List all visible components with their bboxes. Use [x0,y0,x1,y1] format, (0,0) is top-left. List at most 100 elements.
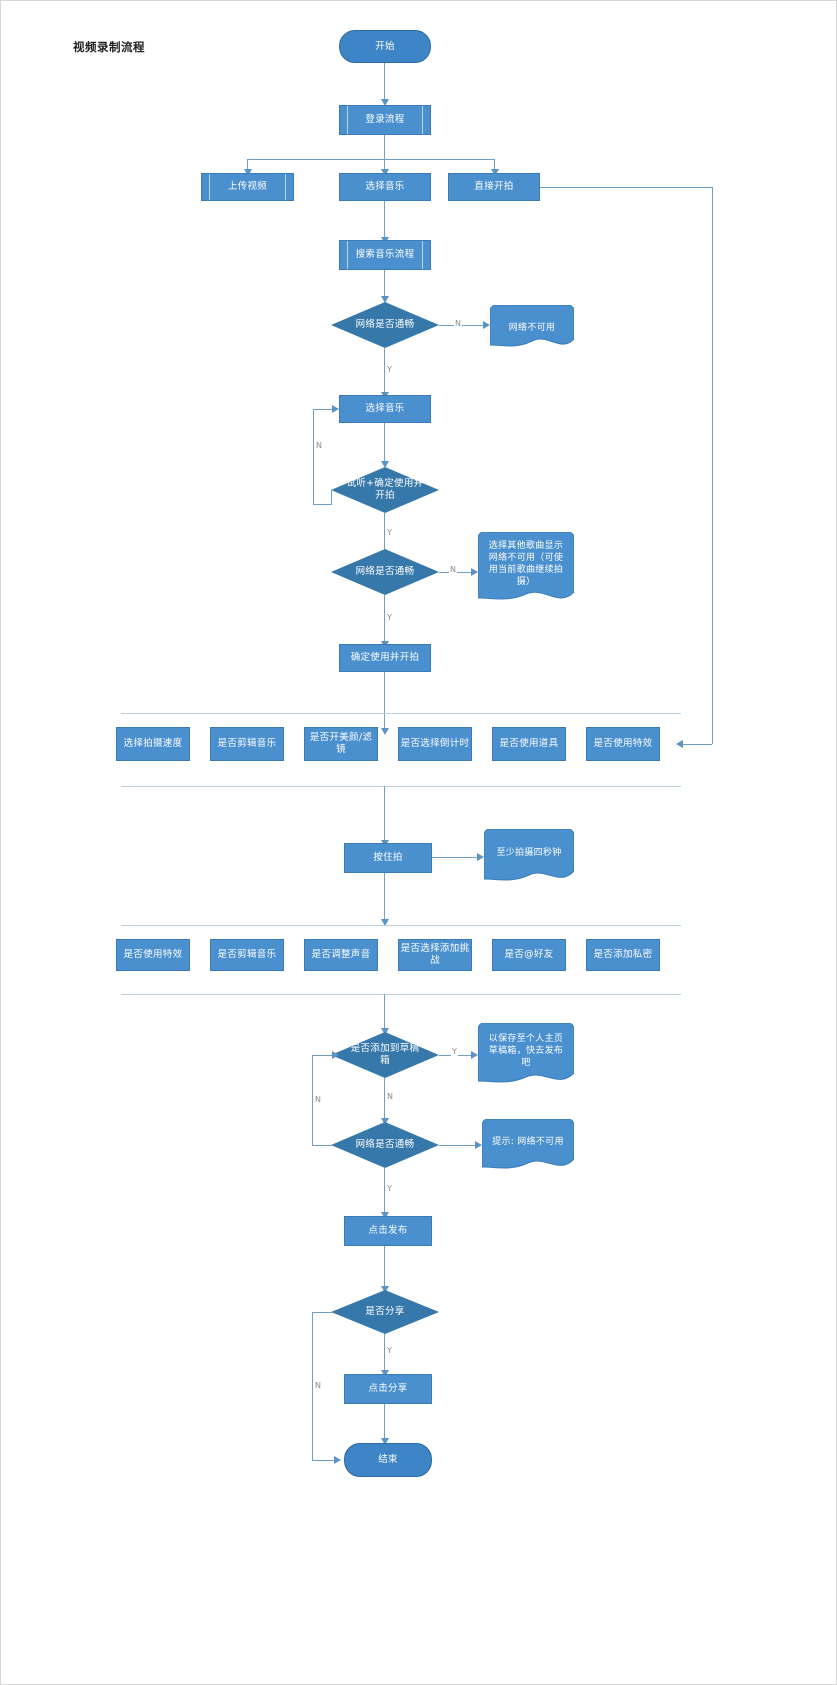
edge-preview-no-v [313,409,314,505]
edge-share-to-end [384,1404,385,1440]
option-chip-effects-label: 是否使用特效 [593,738,653,749]
node-network-tip-note-label: 提示: 网络不可用 [492,1137,564,1147]
edge-share-no-rail [312,1312,313,1460]
edge-direct-down [712,187,713,744]
edge-net2-yes [384,595,385,643]
node-hold-to-record[interactable]: 按住拍 [344,843,432,873]
edge-label-n5: N [386,1092,394,1101]
node-shoot-directly[interactable]: 直接开拍 [448,173,540,201]
edge-login-bus-stem [384,135,385,159]
node-click-publish[interactable]: 点击发布 [344,1216,432,1246]
node-hold-to-record-label: 按住拍 [373,852,403,863]
node-other-song-note[interactable]: 选择其他歌曲显示网络不可用（可使用当前歌曲继续拍摄） [478,532,574,608]
arrow-down-icon [381,461,389,468]
edge-label-n1: N [454,319,462,328]
option-chip-adjust-volume-label: 是否调整声音 [311,949,371,960]
node-choose-music-2[interactable]: 选择音乐 [339,395,431,423]
option-chip-props[interactable]: 是否使用道具 [492,727,566,761]
node-end-label: 结束 [378,1454,398,1465]
edge-search-to-net1 [384,270,385,298]
edge-draft-no-top [312,1055,332,1056]
option-chip-trim-music[interactable]: 是否剪辑音乐 [210,727,284,761]
node-search-music-flow-label: 搜索音乐流程 [355,249,415,260]
option-chip-effects-2[interactable]: 是否使用特效 [116,939,190,971]
node-other-song-note-label: 选择其他歌曲显示网络不可用（可使用当前歌曲继续拍摄） [488,541,564,587]
node-login-flow[interactable]: 登录流程 [339,105,431,135]
option-chip-effects[interactable]: 是否使用特效 [586,727,660,761]
node-select-music[interactable]: 选择音乐 [339,173,431,201]
node-draft-saved-note-label: 以保存至个人主页草稿箱，快去发布吧 [488,1034,564,1068]
edge-preview-no-h2 [313,409,332,410]
node-preview-confirm[interactable]: 试听+确定使用并开拍 [331,467,439,513]
arrow-down-icon [381,169,389,176]
node-draft-saved-note[interactable]: 以保存至个人主页草稿箱，快去发布吧 [478,1023,574,1089]
option-chip-adjust-volume[interactable]: 是否调整声音 [304,939,378,971]
node-confirm-shoot-label: 确定使用并开拍 [350,652,420,663]
edge-preview-no-h1 [313,504,332,505]
arrow-right-icon [475,1141,482,1149]
node-start[interactable]: 开始 [339,30,431,63]
node-search-music-flow[interactable]: 搜索音乐流程 [339,240,431,270]
option-chip-countdown-label: 是否选择倒计时 [400,738,470,749]
node-upload-video[interactable]: 上传视频 [201,173,294,201]
node-at-least-four-sec[interactable]: 至少拍摄四秒钟 [484,829,574,885]
option-chip-mention-friend[interactable]: 是否@好友 [492,939,566,971]
edge-label-n7: N [314,1381,322,1390]
node-network-ok-1-label: 网络是否通畅 [355,319,415,330]
edge-confirm-to-options [384,672,385,730]
node-at-least-four-sec-label: 至少拍摄四秒钟 [496,848,562,858]
edge-label-y4: Y [451,1047,458,1056]
document-shape [482,1119,574,1169]
edge-label-y5: Y [386,1184,393,1193]
node-upload-video-label: 上传视频 [227,181,268,192]
option-chip-trim-music-2-label: 是否剪辑音乐 [217,949,277,960]
arrow-right-icon [483,321,490,329]
node-click-share[interactable]: 点击分享 [344,1374,432,1404]
node-network-ok-2[interactable]: 网络是否通畅 [331,549,439,595]
option-chip-beauty-filter[interactable]: 是否开美颜/滤镜 [304,727,378,761]
edge-net1-yes [384,348,385,394]
node-network-ok-1[interactable]: 网络是否通畅 [331,302,439,348]
option-chip-trim-music-2[interactable]: 是否剪辑音乐 [210,939,284,971]
option-chip-add-challenge[interactable]: 是否选择添加挑战 [398,939,472,971]
node-network-unavailable-1[interactable]: 网络不可用 [490,305,574,351]
arrow-down-icon [381,99,389,106]
node-add-to-draft[interactable]: 是否添加到草稿箱 [331,1032,439,1078]
edge-preview-yes [384,513,385,555]
edge-share-yes [384,1334,385,1372]
edge-login-bus [247,159,495,160]
node-share-or-not[interactable]: 是否分享 [331,1290,439,1334]
edge-net3-no [439,1145,477,1146]
node-end[interactable]: 结束 [344,1443,432,1477]
edge-direct-to-options [683,744,712,745]
edge-label-y3: Y [386,613,393,622]
edge-label-n4: N [314,1095,322,1104]
node-confirm-shoot[interactable]: 确定使用并开拍 [339,644,431,672]
edge-label-y2: Y [386,528,393,537]
arrow-down-icon [381,728,389,735]
option-chip-countdown[interactable]: 是否选择倒计时 [398,727,472,761]
option-chip-private-label: 是否添加私密 [593,949,653,960]
edge-bus-to-music [384,159,385,173]
edge-net3-yes [384,1168,385,1214]
edge-start-to-login [384,63,385,99]
arrow-right-icon [334,1456,341,1464]
node-add-to-draft-label: 是否添加到草稿箱 [350,1043,420,1066]
arrow-down-icon [491,169,499,176]
option-chip-private[interactable]: 是否添加私密 [586,939,660,971]
arrow-down-icon [381,1370,389,1377]
node-network-ok-3[interactable]: 网络是否通畅 [331,1122,439,1168]
edge-record-to-note [432,857,477,858]
node-network-ok-3-label: 网络是否通畅 [355,1139,415,1150]
arrow-down-icon [381,1028,389,1035]
arrow-right-icon [471,568,478,576]
option-chip-speed[interactable]: 选择拍摄速度 [116,727,190,761]
arrow-right-icon [471,1051,478,1059]
edge-draft-no-rail [312,1055,313,1145]
edge-options1-to-record [384,786,385,842]
arrow-down-icon [381,296,389,303]
edge-draft-no-down [384,1078,385,1120]
arrow-down-icon [381,1286,389,1293]
node-network-tip-note[interactable]: 提示: 网络不可用 [482,1119,574,1173]
